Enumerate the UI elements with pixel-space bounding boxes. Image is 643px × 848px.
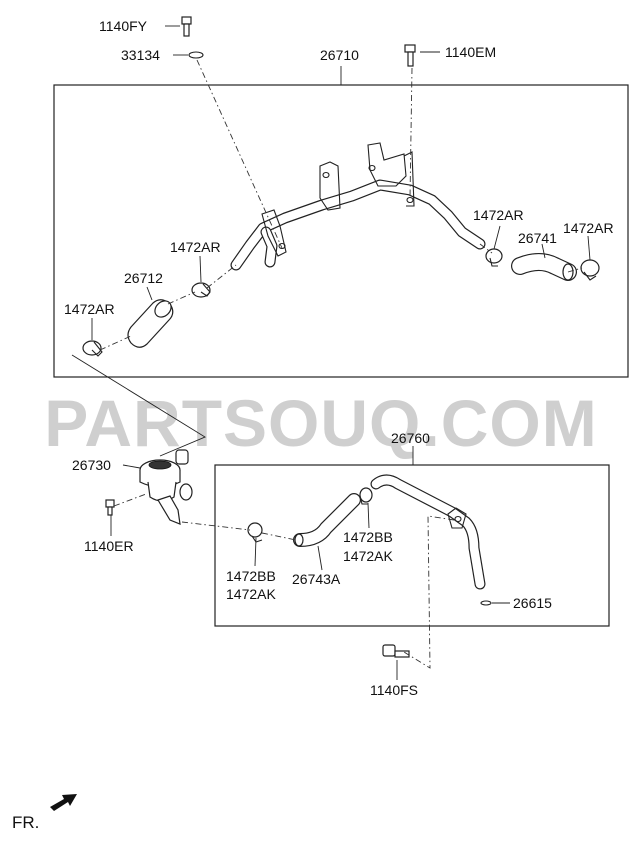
- label-26743A: 26743A: [292, 571, 341, 587]
- clip-26615: [480, 600, 492, 606]
- ref-line-valve-outlet: [181, 521, 251, 531]
- leader-1472AR-far-right: [587, 235, 591, 261]
- clamp-1472BB-upper: [359, 487, 373, 505]
- bolt-1140ER: [105, 499, 115, 516]
- label-26741: 26741: [518, 230, 557, 246]
- leader-1472BB-upper: [367, 502, 370, 529]
- label-1140FY: 1140FY: [99, 18, 148, 34]
- label-1472BB-upper: 1472BB: [343, 529, 393, 545]
- label-26615: 26615: [513, 595, 552, 611]
- label-33134: 33134: [121, 47, 160, 63]
- bolt-1140EM: [404, 44, 416, 67]
- label-1472AK-lower: 1472AK: [226, 586, 276, 602]
- ref-line-hose-26712: [167, 291, 196, 305]
- label-1140ER: 1140ER: [84, 538, 134, 554]
- label-1472AR-right: 1472AR: [473, 207, 524, 223]
- clamp-1472AR-right: [485, 248, 503, 267]
- valve-26730: [139, 449, 193, 525]
- hose-26743A: [293, 493, 361, 547]
- ref-line-far-right-clamp: [567, 267, 583, 273]
- clamp-1472AR-left: [82, 340, 103, 357]
- label-1140FS: 1140FS: [370, 682, 418, 698]
- clamp-1472AR-mid: [191, 282, 211, 298]
- leader-26730: [122, 464, 141, 469]
- leader-1472AR-right: [493, 225, 501, 250]
- ref-line-hose-26743A: [261, 532, 297, 541]
- leader-1472BB-lower: [254, 537, 257, 567]
- label-1472BB-lower: 1472BB: [226, 568, 276, 584]
- o-ring-33134: [188, 51, 204, 59]
- label-26710: 26710: [320, 47, 359, 63]
- clamp-1472AR-far-right: [580, 259, 600, 281]
- front-arrow-icon: [50, 794, 77, 811]
- connector-line-valve: [71, 354, 206, 457]
- watermark-text: PARTSOUQ.COM: [44, 386, 597, 460]
- label-26712: 26712: [124, 270, 163, 286]
- leader-26712: [146, 286, 153, 301]
- bolt-1140FY: [181, 16, 192, 37]
- leader-26743A: [317, 545, 323, 571]
- hose-26741: [511, 253, 577, 281]
- pipe-26760: [370, 474, 486, 590]
- ref-line-bolt-er: [113, 493, 147, 507]
- front-direction-label: FR.: [12, 813, 39, 832]
- label-1472AR-left: 1472AR: [64, 301, 115, 317]
- ref-line-mid-clamp: [206, 264, 237, 289]
- label-1472AR-mid: 1472AR: [170, 239, 221, 255]
- label-1472AK-upper: 1472AK: [343, 548, 393, 564]
- ref-line-oring: [196, 59, 283, 249]
- ref-line-right-clamp: [479, 243, 493, 254]
- leader-26741: [541, 243, 546, 259]
- clamp-1472BB-lower: [247, 522, 263, 543]
- bolt-1140FS: [382, 644, 410, 658]
- label-1140EM: 1140EM: [445, 44, 496, 60]
- leader-1472AR-mid: [199, 255, 202, 283]
- label-1472AR-far-right: 1472AR: [563, 220, 614, 236]
- ref-line-left-clamp: [99, 335, 132, 351]
- label-26760: 26760: [391, 430, 430, 446]
- ref-line-bolt-em: [409, 67, 413, 199]
- ref-line-bolt-fs: [403, 515, 455, 669]
- assembly-box-lower: [214, 464, 610, 627]
- pipe-26710: [230, 142, 486, 271]
- label-26730: 26730: [72, 457, 111, 473]
- hose-26712: [127, 299, 174, 348]
